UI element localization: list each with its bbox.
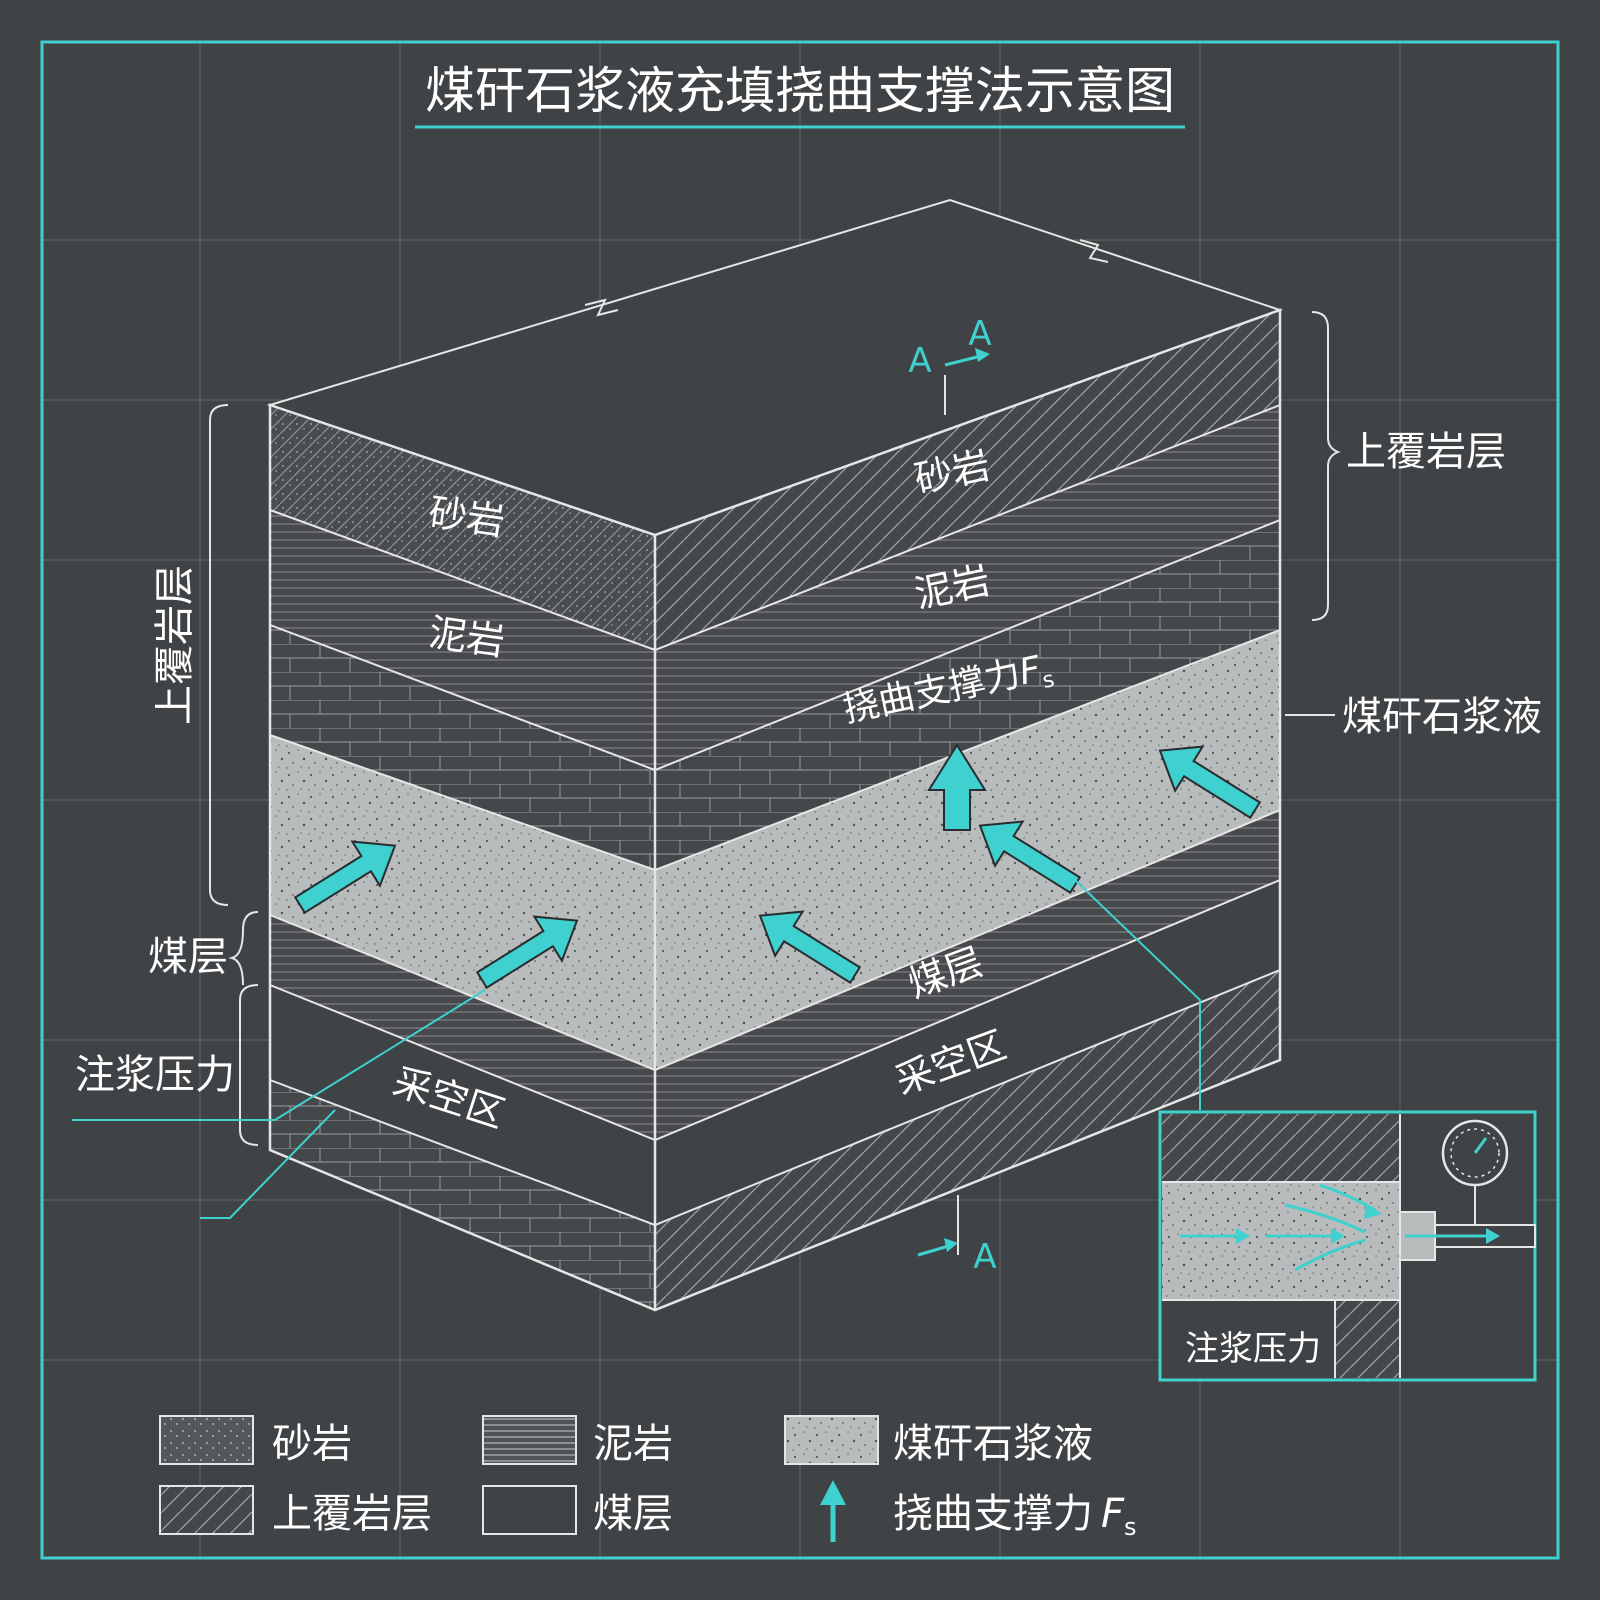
legend-swatch-overburden bbox=[160, 1486, 253, 1534]
left-label-overburden: 上覆岩层 bbox=[152, 565, 198, 725]
section-mark-a3: A bbox=[973, 1237, 996, 1277]
legend-label-sandstone: 砂岩 bbox=[272, 1421, 352, 1467]
legend-arrow-icon bbox=[820, 1480, 846, 1542]
diagram-title: 煤矸石浆液充填挠曲支撑法示意图 bbox=[425, 62, 1175, 120]
legend-label-mudstone: 泥岩 bbox=[593, 1421, 673, 1467]
inset-detail: 注浆压力 bbox=[1160, 1112, 1535, 1380]
legend-support-force-text: 挠曲支撑力 bbox=[893, 1491, 1093, 1537]
legend-label-coal: 煤层 bbox=[593, 1491, 673, 1537]
inset-label-grout-pressure: 注浆压力 bbox=[1185, 1329, 1321, 1369]
legend-swatch-mudstone bbox=[483, 1416, 576, 1464]
legend-label-overburden: 上覆岩层 bbox=[272, 1491, 432, 1537]
legend-support-force-sub: s bbox=[1124, 1513, 1137, 1541]
legend-swatch-coal bbox=[483, 1486, 576, 1534]
section-arrowhead-bottom bbox=[944, 1238, 958, 1252]
legend-support-force-symbol: F bbox=[1101, 1491, 1125, 1537]
right-label-slurry: 煤矸石浆液 bbox=[1342, 694, 1542, 740]
legend-swatch-sandstone bbox=[160, 1416, 253, 1464]
legend-label-slurry: 煤矸石浆液 bbox=[893, 1421, 1093, 1467]
legend-swatch-slurry bbox=[785, 1416, 878, 1464]
left-brackets bbox=[210, 405, 258, 1145]
inset-upper-rock bbox=[1162, 1114, 1400, 1182]
right-label-overburden: 上覆岩层 bbox=[1346, 429, 1506, 475]
left-label-coal: 煤层 bbox=[148, 934, 228, 980]
section-mark-a1: A bbox=[908, 341, 931, 381]
section-mark-a2: A bbox=[968, 314, 991, 354]
right-bracket-overburden bbox=[1312, 312, 1338, 620]
left-label-grout-pressure: 注浆压力 bbox=[75, 1052, 235, 1098]
inset-floor-rock bbox=[1335, 1300, 1400, 1378]
strata-block: A A A 砂岩 泥岩 采空区 砂岩 泥岩 挠曲支撑力Fs 煤层 采空区 bbox=[270, 200, 1280, 1310]
